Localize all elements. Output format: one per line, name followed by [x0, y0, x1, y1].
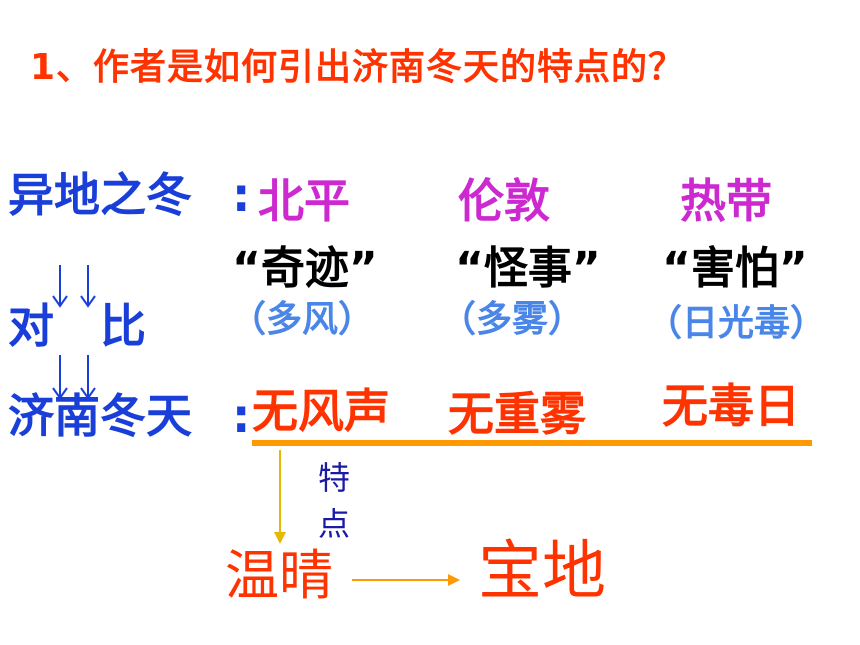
feature-wufengsheng: 无风声 — [252, 384, 390, 438]
feature-wuduri: 无毒日 — [662, 379, 800, 433]
feature-char-2: 点 — [318, 505, 351, 543]
colon-1: : — [232, 168, 251, 222]
conclusion-warm-sunny: 温晴 — [225, 544, 333, 607]
label-compare: 对 比 — [8, 299, 146, 353]
colon-2: : — [232, 389, 251, 443]
city-tropics: 热带 — [680, 174, 772, 228]
conclusion-right-arrow — [352, 574, 460, 586]
note-riguangdu: （日光毒） — [646, 303, 827, 344]
feature-wuzhongwu: 无重雾 — [448, 387, 586, 441]
feature-down-arrow — [274, 450, 286, 544]
feature-char-1: 特 — [318, 459, 351, 497]
quote-guaishi: “怪事” — [455, 243, 601, 294]
quote-haipa: “害怕” — [662, 243, 808, 294]
city-london: 伦敦 — [458, 174, 550, 228]
city-beiping: 北平 — [258, 174, 350, 228]
question-title: 1、作者是如何引出济南冬天的特点的？ — [30, 47, 686, 88]
label-jinan-winter: 济南冬天 — [8, 389, 192, 443]
note-duofeng: （多风） — [230, 299, 375, 340]
label-other-winter: 异地之冬 — [8, 168, 192, 222]
conclusion-treasure-land: 宝地 — [478, 535, 606, 609]
compare-down-arrows — [52, 265, 96, 400]
quote-qiji: “奇迹” — [232, 243, 378, 294]
note-duowu: （多雾） — [440, 299, 585, 340]
